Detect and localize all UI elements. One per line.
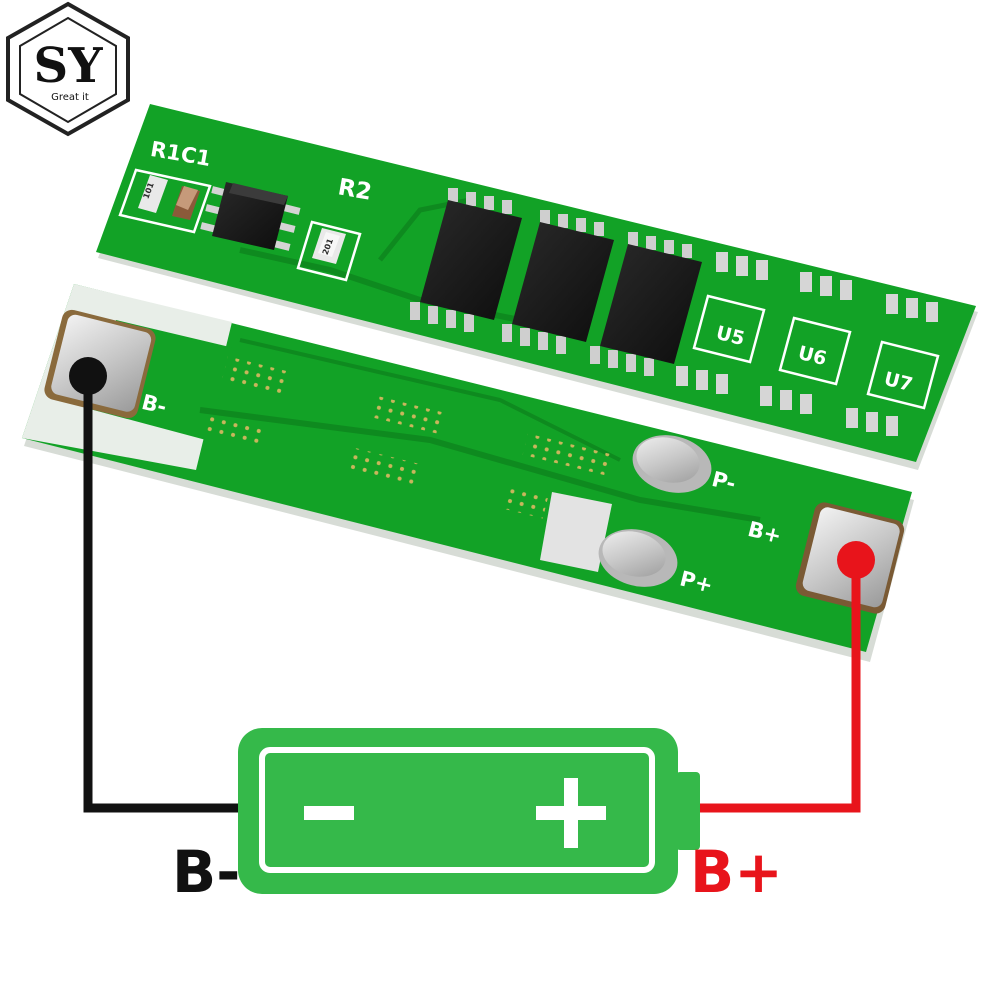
battery-minus-text: - [327,857,330,868]
via-group-4 [348,447,424,487]
u6-outline [778,316,852,386]
brand-logo: SY Great it [6,1,130,137]
r2-footprint: 201 [296,220,362,282]
pad-p-plus [598,529,678,587]
label-r2: R2 [336,174,374,205]
via-group-6 [503,487,549,519]
via-group-5 [522,433,616,477]
battery-minus-sign [304,806,354,820]
wire-positive [698,541,875,813]
logo-text: SY [34,38,104,94]
pcb-bottom-board: B- P- P+ B+ [22,284,914,662]
caption-b-plus: B+ [690,838,783,906]
label-b-minus-pcb: B- [139,390,169,419]
via-group-1 [222,356,292,396]
pad-p-minus [632,435,712,493]
pcb-top-board: 101 R1C1 R2 201 [96,104,978,470]
caption-b-minus: B- [172,838,240,906]
protection-ic [200,182,301,251]
mosfet-3 [590,232,702,376]
battery-icon: - + [238,728,700,894]
u7-outline [866,340,940,410]
u5-outline [692,294,766,364]
label-p-minus: P- [709,467,738,496]
battery-plus-text: + [568,857,574,868]
logo-tagline: Great it [51,92,89,103]
empty-pads-bottom [676,366,898,436]
battery-plus-sign [536,778,606,848]
mosfet-2 [502,210,614,354]
via-group-2 [202,413,266,449]
mosfet-1 [410,188,522,332]
via-group-3 [370,395,446,435]
empty-pads-top [716,252,938,322]
wire-negative [69,357,242,813]
r1c1-footprint: 101 [118,168,212,234]
